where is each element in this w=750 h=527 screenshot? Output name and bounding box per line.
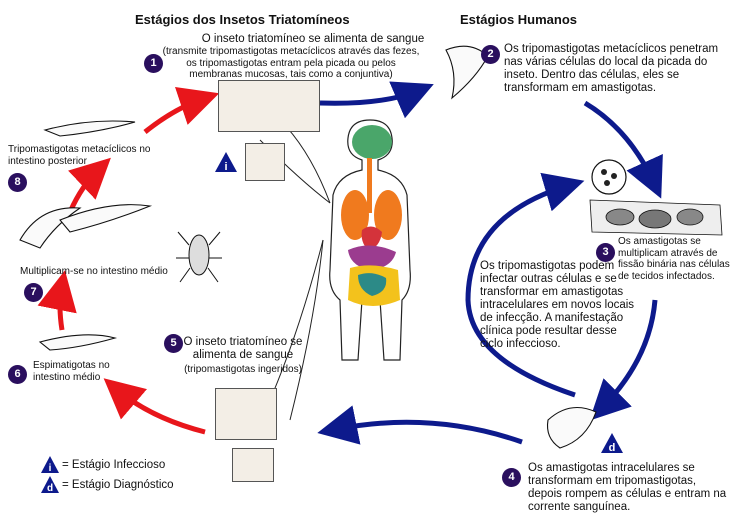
- trypomastigote-2: [445, 45, 489, 100]
- arrow-4-to-5: [317, 405, 523, 445]
- step-7-marker: 7: [24, 283, 43, 302]
- reinfection-text: Os tripomastigotas podem infectar outras…: [480, 260, 635, 350]
- step-5-marker: 5: [164, 334, 183, 353]
- trypomastigote-box-5: [232, 448, 274, 482]
- step-2-marker: 2: [481, 45, 500, 64]
- legend-infective-label: = Estágio Infeccioso: [62, 459, 166, 471]
- arrow-7-to-8: [67, 157, 111, 214]
- diagnostic-stage-marker: d: [601, 433, 623, 454]
- trypomastigote-8: [43, 120, 136, 137]
- bug-feeding-box-5: [215, 388, 277, 440]
- infective-marker-letter: i: [224, 161, 227, 173]
- legend-diagnostic-label: = Estágio Diagnóstico: [62, 479, 174, 491]
- step-1-marker: 1: [144, 54, 163, 73]
- bug-feeding-box-1: [218, 80, 320, 132]
- triatomine-bug: [176, 231, 222, 283]
- step-5-title: O inseto triatomíneo se alimenta de sang…: [183, 336, 303, 361]
- insect-stages-heading: Estágios dos Insetos Triatomíneos: [135, 12, 350, 27]
- svg-text:d: d: [47, 483, 53, 494]
- arrow-reinfection: [465, 172, 585, 398]
- amastigote-4: [546, 406, 597, 449]
- svg-text:i: i: [49, 463, 52, 474]
- infected-tissue: [589, 199, 723, 236]
- step-2-text: Os tripomastigotas metacíclicos penetram…: [504, 43, 719, 94]
- arrow-3-to-4: [589, 299, 658, 421]
- step-6-marker: 6: [8, 365, 27, 384]
- step-7-text: Multiplicam-se no intestino médio: [20, 266, 168, 277]
- step-1-detail: (transmite tripomastigotas metacíclicos …: [162, 46, 420, 80]
- arrow-8-to-1: [143, 86, 220, 134]
- step-4-text: Os amastigotas intracelulares se transfo…: [528, 462, 727, 513]
- diagnostic-marker-letter: d: [609, 442, 616, 454]
- legend-diagnostic-icon: d: [41, 476, 59, 494]
- amastigote-cell: [591, 159, 627, 195]
- trypomastigote-7b: [59, 204, 153, 233]
- human-organs: [341, 125, 402, 306]
- arrow-1-to-2: [319, 81, 434, 119]
- step-4-marker: 4: [502, 468, 521, 487]
- arrow-6-to-7: [37, 270, 77, 331]
- step-1-title: O inseto triatomíneo se alimenta de sang…: [201, 33, 425, 45]
- step-6-text: Espimatigotas no intestino médio: [33, 360, 110, 383]
- legend-infective-icon: i: [41, 456, 59, 474]
- metacyclic-box-1: [245, 143, 285, 181]
- step-3-marker: 3: [596, 243, 615, 262]
- arrow-5-to-6: [103, 378, 206, 435]
- step-5-detail: (tripomastigotas ingeridos): [184, 364, 302, 375]
- human-stages-heading: Estágios Humanos: [460, 12, 578, 27]
- step-8-marker: 8: [8, 173, 27, 192]
- infective-stage-marker: i: [215, 152, 237, 173]
- parasite-shapes: [19, 45, 597, 449]
- step-3-text: Os amastigotas se multiplicam através de…: [618, 236, 730, 282]
- arrow-2-to-3: [583, 100, 663, 199]
- step-8-text: Tripomastigotas metacíclicos no intestin…: [8, 144, 151, 167]
- epimastigote-6: [38, 334, 118, 351]
